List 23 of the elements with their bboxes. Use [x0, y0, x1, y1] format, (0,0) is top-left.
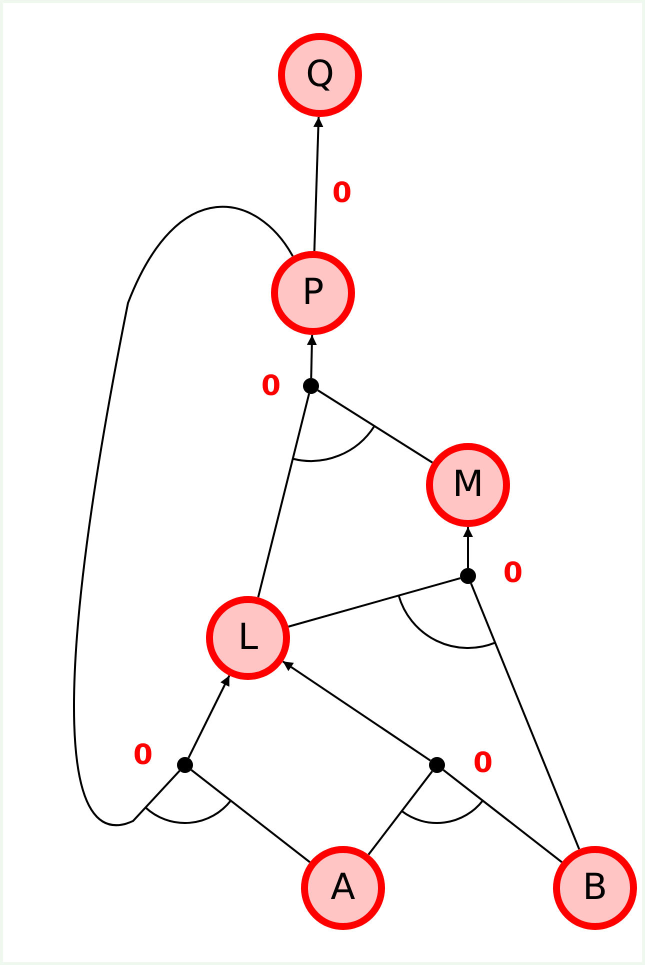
connector-line — [317, 389, 433, 464]
arrow — [313, 116, 324, 252]
junction-dot — [177, 757, 193, 773]
connector-line — [470, 583, 580, 850]
arrow — [282, 660, 431, 762]
node-label: L — [238, 620, 258, 656]
connector-line — [257, 394, 310, 598]
connector-line — [288, 577, 461, 628]
arrow — [188, 675, 230, 758]
node-label: Q — [306, 57, 334, 93]
arrow — [463, 527, 473, 568]
junction-dot — [460, 568, 476, 584]
connector-line — [368, 770, 433, 856]
node-label: M — [452, 467, 484, 503]
junction-dot — [303, 378, 319, 394]
node-label: A — [330, 870, 356, 906]
connector-line — [190, 769, 310, 863]
arrow — [306, 334, 317, 378]
junction-dot — [429, 757, 445, 773]
connector-line — [442, 769, 562, 863]
node-label: P — [302, 275, 324, 311]
node-label: B — [582, 870, 608, 906]
connector-line — [73, 206, 294, 826]
